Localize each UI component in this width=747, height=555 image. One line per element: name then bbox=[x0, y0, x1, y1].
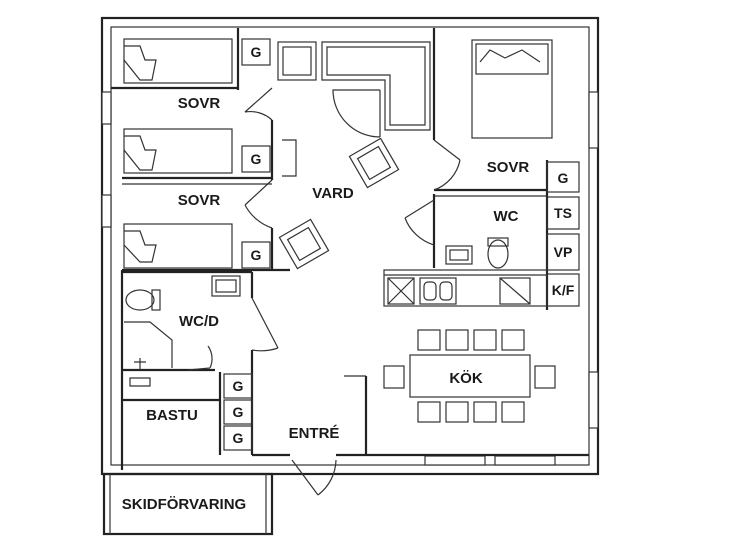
label-g-bed3: G bbox=[251, 247, 262, 263]
outer-walls bbox=[100, 16, 600, 476]
left-bedrooms bbox=[111, 28, 290, 470]
label-g-entre-3: G bbox=[233, 430, 244, 446]
wc-d-and-bastu bbox=[122, 270, 279, 455]
living-room-furniture bbox=[277, 41, 431, 270]
label-kf: K/F bbox=[552, 282, 575, 298]
kitchen bbox=[383, 269, 556, 423]
label-g-entre-1: G bbox=[233, 378, 244, 394]
label-bastu: BASTU bbox=[146, 407, 198, 424]
label-entre: ENTRÉ bbox=[289, 425, 340, 442]
bedroom-cabinets bbox=[241, 38, 271, 269]
label-g-entre-2: G bbox=[233, 404, 244, 420]
ski-storage bbox=[102, 472, 274, 536]
label-ts: TS bbox=[554, 205, 572, 221]
label-vard: VARD bbox=[312, 185, 354, 202]
label-sovr-3: SOVR bbox=[487, 159, 530, 176]
right-bedroom-and-wc bbox=[404, 28, 580, 310]
label-g-bed2: G bbox=[251, 151, 262, 167]
label-vp: VP bbox=[554, 244, 573, 260]
label-wc-d: WC/D bbox=[179, 313, 219, 330]
label-kok: KÖK bbox=[449, 370, 483, 387]
label-sovr-2: SOVR bbox=[178, 192, 221, 209]
label-sovr-1: SOVR bbox=[178, 95, 221, 112]
windows bbox=[101, 91, 599, 466]
label-skidforvaring: SKIDFÖRVARING bbox=[122, 496, 246, 513]
label-g-sovr-right: G bbox=[558, 170, 569, 186]
label-g-bed1: G bbox=[251, 44, 262, 60]
entrance bbox=[252, 375, 589, 496]
label-wc: WC bbox=[494, 208, 519, 225]
